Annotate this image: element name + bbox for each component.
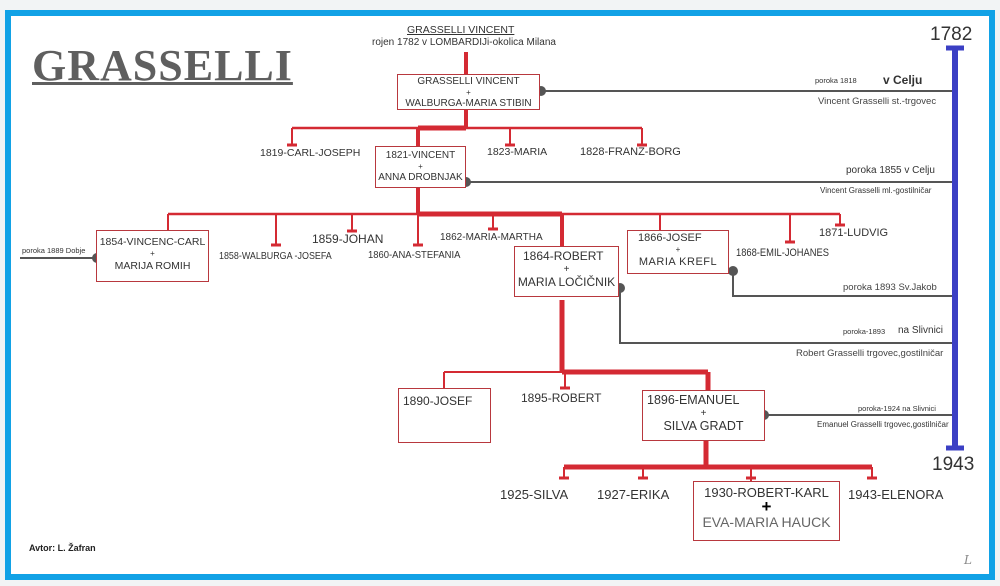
timeline-start: 1782 xyxy=(930,24,973,45)
child: 1860-ANA-STEFANIA xyxy=(368,249,461,261)
child: 1859-JOHAN xyxy=(312,232,384,246)
child: 1858-WALBURGA -JOSEFA xyxy=(219,250,332,262)
married-child-box[interactable]: 1866-JOSEF + MARIA KREFL xyxy=(627,230,729,274)
couple-box-gen4[interactable]: 1896-EMANUEL + SILVA GRADT xyxy=(642,390,765,441)
timeline-end: 1943 xyxy=(932,454,975,475)
marriage-note: Vincent Grasselli ml.-gostilničar xyxy=(820,186,932,195)
marriage-line xyxy=(732,272,952,297)
child-name: 1890-JOSEF xyxy=(403,394,473,408)
spouse-1: 1864-ROBERT xyxy=(523,249,604,263)
spouse-2: WALBURGA-MARIA STIBIN xyxy=(405,98,532,109)
child: 1823-MARIA xyxy=(487,146,548,158)
plus-sign: + xyxy=(418,162,423,171)
spouse-2: EVA-MARIA HAUCK xyxy=(702,514,831,530)
spouse-2: ANNA DROBNJAK xyxy=(378,172,463,183)
marriage-note: Robert Grasselli trgovec,gostilničar xyxy=(796,348,944,359)
spouse-2: MARIA LOČIČNIK xyxy=(517,275,616,289)
marriage-text: poroka 1855 v Celju xyxy=(846,165,935,176)
spouse-1: 1866-JOSEF xyxy=(638,232,702,244)
marriage-text: poroka 1889 Dobje xyxy=(22,246,86,255)
couple-box-gen5[interactable]: 1930-ROBERT-KARL + EVA-MARIA HAUCK xyxy=(693,481,840,541)
child: 1868-EMIL-JOHANES xyxy=(736,247,830,259)
child: 1819-CARL-JOSEPH xyxy=(260,147,361,159)
plus-sign: + xyxy=(700,408,707,419)
child: 1871-LUDVIG xyxy=(819,227,889,239)
married-child-box[interactable]: 1854-VINCENC-CARL + MARIJA ROMIH xyxy=(96,230,209,282)
spouse-1: 1896-EMANUEL xyxy=(647,393,740,407)
child: 1925-SILVA xyxy=(500,487,569,502)
marriage-small: poroka 1818 xyxy=(815,76,857,85)
signature: L xyxy=(964,553,972,567)
child-box[interactable]: 1890-JOSEF xyxy=(398,388,491,443)
child: 1927-ERIKA xyxy=(597,487,670,502)
couple-box-gen2[interactable]: 1821-VINCENT + ANNA DROBNJAK xyxy=(375,146,466,188)
root-origin: rojen 1782 v LOMBARDIJi-okolica Milana xyxy=(372,37,556,48)
child: 1895-ROBERT xyxy=(521,391,602,405)
plus-sign: + xyxy=(675,245,681,254)
marriage-text: poroka 1893 Sv.Jakob xyxy=(843,282,937,293)
marriage-small: poroka-1893 xyxy=(843,327,886,336)
couple-box-gen3[interactable]: 1864-ROBERT + MARIA LOČIČNIK xyxy=(514,246,619,297)
marriage-place: na Slivnici xyxy=(898,325,944,336)
spouse-2: MARIA KREFL xyxy=(638,256,718,268)
root-name: GRASSELLI VINCENT xyxy=(407,24,515,36)
spouse-2: MARIJA ROMIH xyxy=(114,260,191,272)
spouse-1: 1930-ROBERT-KARL xyxy=(704,485,829,500)
marriage-note: Vincent Grasselli st.-trgovec xyxy=(818,96,937,107)
marriage-text: poroka-1924 na Slivnici xyxy=(858,404,936,413)
child: 1862-MARIA-MARTHA xyxy=(440,232,543,243)
plus-sign: + xyxy=(150,249,155,258)
child: 1943-ELENORA xyxy=(848,487,944,502)
spouse-1: 1821-VINCENT xyxy=(385,150,456,161)
child: 1828-FRANZ-BORG xyxy=(580,146,681,158)
plus-sign: + xyxy=(563,264,570,275)
spouse-2: SILVA GRADT xyxy=(663,419,744,433)
marriage-dot xyxy=(728,266,738,276)
spouse-1: 1854-VINCENC-CARL xyxy=(99,236,206,248)
marriage-note: Emanuel Grasselli trgovec,gostilničar xyxy=(817,420,949,429)
marriage-place: v Celju xyxy=(883,73,923,87)
author-credit: Avtor: L. Žafran xyxy=(29,543,96,553)
page-title: GRASSELLI xyxy=(32,41,293,90)
couple-box-gen1[interactable]: GRASSELLI VINCENT + WALBURGA-MARIA STIBI… xyxy=(397,74,540,110)
marriage-line xyxy=(619,288,952,344)
plus-sign: + xyxy=(761,497,772,516)
plus-sign: + xyxy=(466,88,471,97)
spouse-1: GRASSELLI VINCENT xyxy=(417,76,520,87)
